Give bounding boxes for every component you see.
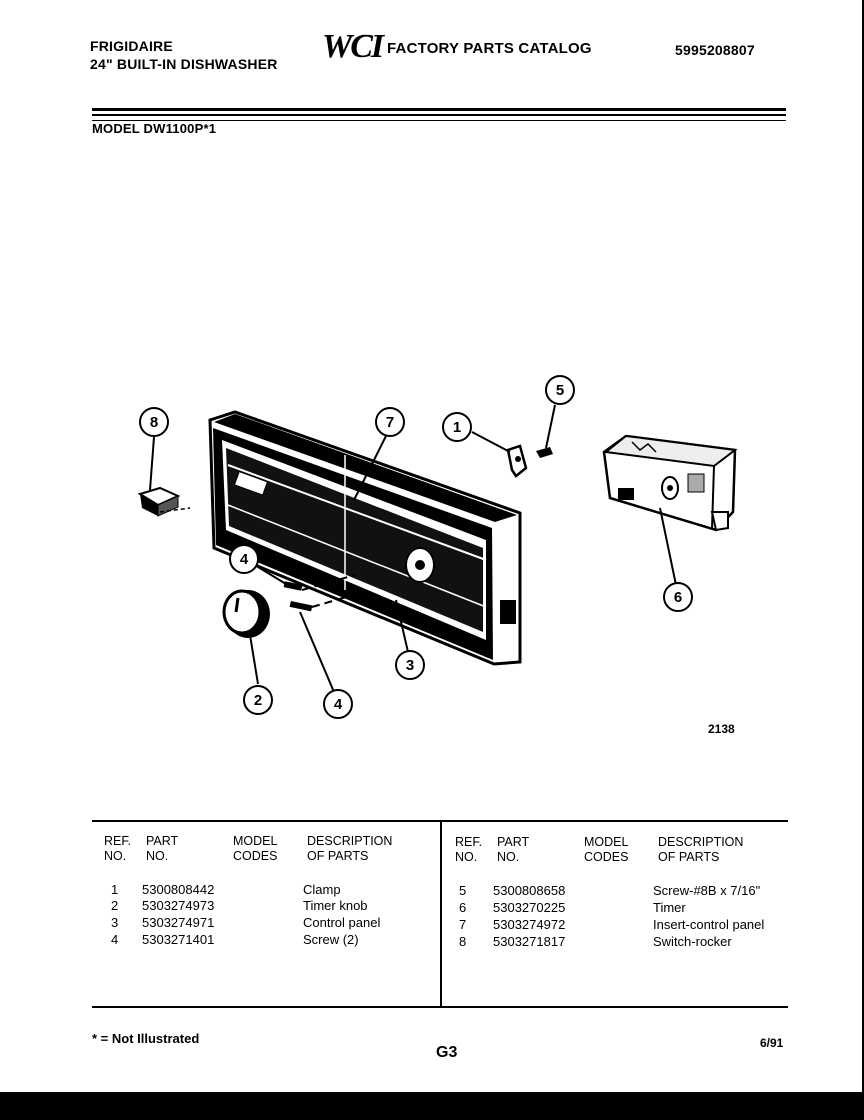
- table-cell: Switch-rocker: [653, 934, 732, 949]
- svg-text:3: 3: [406, 657, 414, 674]
- table-cell: 4: [111, 932, 119, 947]
- header-rule: [92, 108, 786, 111]
- callout-2: 2: [243, 685, 273, 715]
- col-ref-header: REF.NO.: [104, 834, 132, 863]
- table-cell: 8: [459, 934, 467, 949]
- table-cell: Control panel: [303, 915, 381, 930]
- table-cell: 6: [459, 900, 467, 915]
- callout-6: 6: [663, 582, 693, 612]
- not-illustrated-note: * = Not Illustrated: [92, 1031, 200, 1046]
- timer-knob-drawing: [222, 589, 270, 685]
- table-cell: 5: [459, 883, 467, 898]
- table-cell: 5303270225: [493, 900, 566, 915]
- screws-drawing: [257, 566, 361, 693]
- table-cell: Clamp: [303, 882, 341, 897]
- table-cell: Timer knob: [303, 898, 368, 913]
- clamp-drawing: [471, 404, 556, 478]
- table-cell: 3: [111, 915, 119, 930]
- timer-drawing: [602, 434, 738, 586]
- table-rule: [92, 1006, 788, 1008]
- callout-7: 7: [375, 407, 405, 437]
- table-cell: Screw-#8B x 7/16": [653, 883, 761, 898]
- callout-5: 5: [545, 375, 575, 405]
- table-cell: 5303274971: [142, 915, 215, 930]
- svg-text:5: 5: [556, 382, 564, 399]
- table-cell: 7: [459, 917, 467, 932]
- model-label: MODEL DW1100P*1: [92, 121, 217, 136]
- header-rule: [92, 114, 786, 116]
- table-cell: Timer: [653, 900, 686, 915]
- table-cell: 5300808658: [493, 883, 566, 898]
- header-rule: [92, 120, 786, 121]
- table-rule: [92, 820, 788, 822]
- table-cell: Insert-control panel: [653, 917, 765, 932]
- switch-rocker-drawing: [137, 436, 191, 517]
- table-cell: 5303271817: [493, 934, 566, 949]
- wci-logo: WCI: [322, 28, 384, 65]
- revision-date: 6/91: [760, 1036, 784, 1050]
- callout-3: 3: [395, 650, 425, 680]
- control-panel-drawing: [208, 410, 522, 666]
- table-cell: 5303274973: [142, 898, 215, 913]
- catalog-number: 5995208807: [675, 42, 755, 58]
- svg-text:1: 1: [453, 419, 461, 436]
- leader-line: [395, 599, 409, 653]
- product-name: 24" BUILT-IN DISHWASHER: [90, 56, 278, 72]
- leader-line: [353, 435, 387, 501]
- col-ref-header: REF.NO.: [455, 835, 483, 864]
- svg-text:8: 8: [150, 414, 158, 431]
- catalog-title: FACTORY PARTS CATALOG: [387, 40, 592, 57]
- svg-text:7: 7: [386, 414, 394, 431]
- catalog-page: FRIGIDAIRE 24" BUILT-IN DISHWASHER WCI F…: [0, 0, 862, 1092]
- brand-name: FRIGIDAIRE: [90, 38, 173, 54]
- figure-number: 2138: [708, 722, 735, 736]
- svg-text:2: 2: [254, 692, 262, 709]
- table-cell: 5303271401: [142, 932, 215, 947]
- page-number: G3: [436, 1044, 458, 1061]
- callout-4-lower: 4: [323, 689, 353, 719]
- table-cell: 5300808442: [142, 882, 215, 897]
- table-cell: 5303274972: [493, 917, 566, 932]
- svg-text:4: 4: [240, 551, 249, 568]
- table-cell: Screw (2): [303, 932, 359, 947]
- svg-text:4: 4: [334, 696, 343, 713]
- callout-4-upper: 4: [229, 544, 259, 574]
- table-divider: [440, 822, 442, 1006]
- callout-1: 1: [442, 412, 472, 442]
- svg-text:6: 6: [674, 589, 682, 606]
- table-cell: 2: [111, 898, 119, 913]
- table-cell: 1: [111, 882, 119, 897]
- callout-8: 8: [139, 407, 169, 437]
- exploded-parts-diagram: 8 7 1 5 6 4 3 2 4 2138: [137, 375, 738, 736]
